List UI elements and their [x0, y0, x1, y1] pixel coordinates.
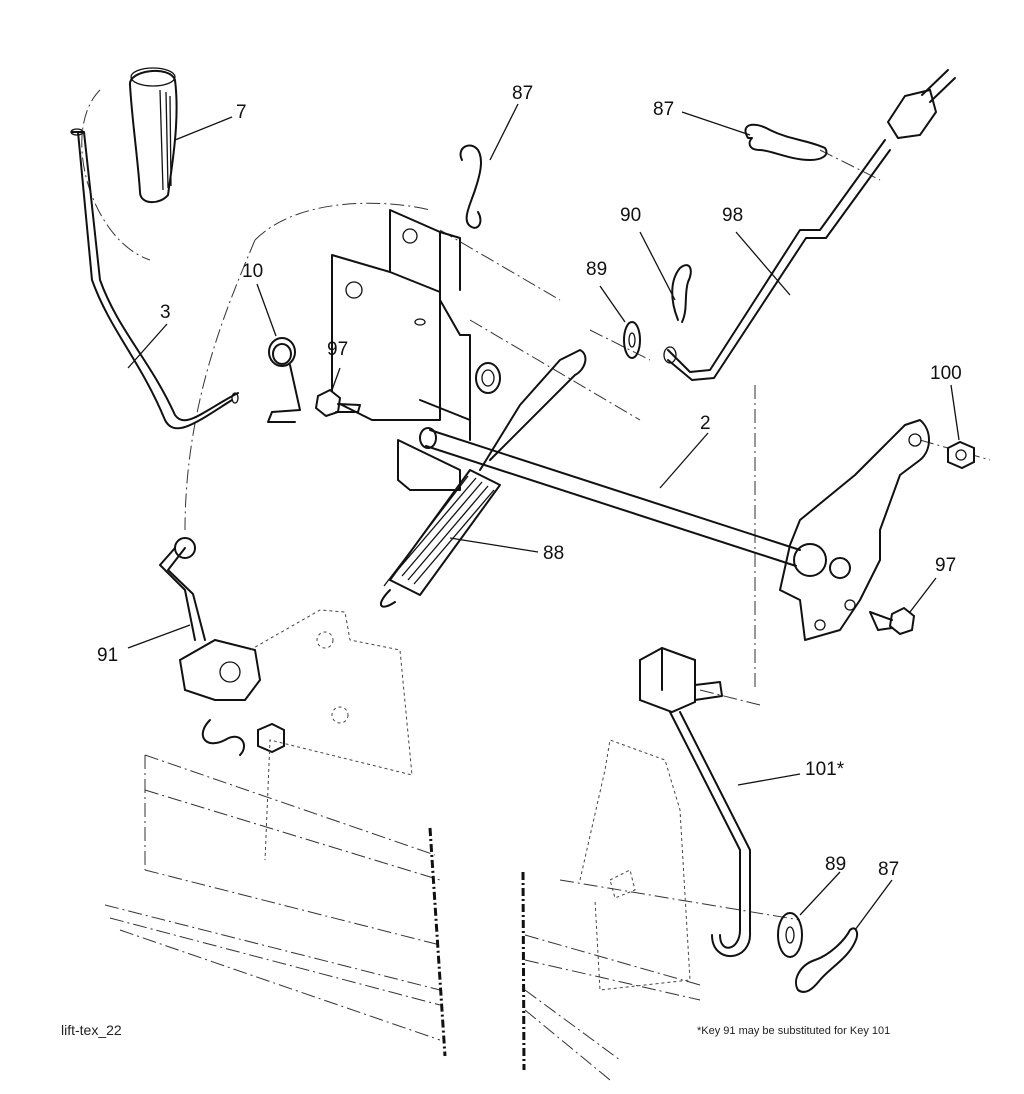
callout-7: 7	[236, 102, 247, 123]
part-3-lift-handle	[70, 128, 239, 430]
part-88-extension-spring	[380, 349, 587, 608]
right-lift-arm	[779, 419, 930, 641]
callout-89-upper: 89	[586, 259, 608, 280]
callout-88: 88	[543, 543, 565, 564]
right-deck-bracket	[579, 739, 691, 991]
left-deck-bracket	[249, 609, 413, 861]
center-lines	[81, 89, 991, 921]
callout-2: 2	[700, 413, 711, 434]
part-97-bolt-upper	[314, 388, 361, 418]
part-97-bolt-lower	[869, 606, 916, 636]
part-89-washer-upper	[623, 321, 641, 359]
substitution-note: *Key 91 may be substituted for Key 101	[697, 1025, 891, 1037]
callout-97-lower: 97	[935, 555, 957, 576]
part-90-hairpin	[671, 264, 692, 323]
part-87-hairpin-lower	[795, 927, 859, 993]
callout-90: 90	[620, 205, 642, 226]
part-87-hairpin-upper-center	[459, 144, 483, 229]
part-2-lift-shaft	[419, 362, 801, 567]
leader-lines	[127, 103, 960, 931]
part-7-handle-grip	[129, 67, 178, 204]
callout-100: 100	[930, 363, 962, 384]
callout-10: 10	[242, 261, 264, 282]
callout-89-lower: 89	[825, 854, 847, 875]
figure-id: lift-tex_22	[61, 1022, 122, 1038]
callout-3: 3	[160, 302, 171, 323]
part-101-right-link-rod	[639, 646, 752, 958]
callout-98: 98	[722, 205, 744, 226]
part-89-washer-lower	[777, 912, 803, 958]
part-10-torsion-spring	[267, 337, 301, 423]
part-87-hairpin-upper-right	[744, 123, 828, 161]
callout-101: 101*	[805, 759, 845, 780]
upper-mounting-bracket	[331, 209, 471, 491]
callout-91: 91	[97, 645, 119, 666]
mower-deck-outline	[104, 754, 701, 1081]
part-100-nut	[947, 440, 975, 470]
callout-97-upper: 97	[327, 339, 349, 360]
callout-87-upper-right: 87	[653, 99, 675, 120]
part-98-link-rod	[663, 69, 956, 381]
part-91-left-link-rod	[159, 537, 285, 756]
callout-87-upper-center: 87	[512, 83, 534, 104]
callout-87-lower: 87	[878, 859, 900, 880]
